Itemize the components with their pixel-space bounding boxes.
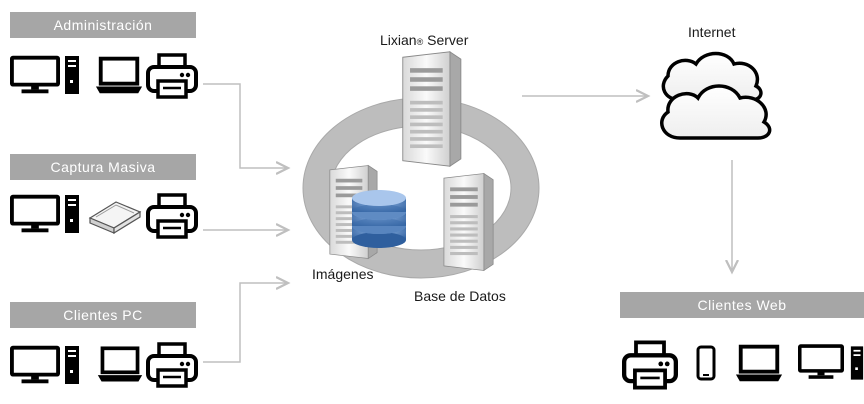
administracion-devices [10, 53, 198, 99]
server-suffix: Server [423, 32, 469, 48]
printer-icon [624, 342, 676, 387]
server-icon [402, 51, 462, 167]
arrow-administracion [203, 83, 288, 168]
cloud-icon [660, 51, 772, 140]
clientes-web-devices [624, 342, 864, 387]
group-clientes-pc: Clientes PC [10, 302, 196, 328]
group-captura-masiva: Captura Masiva [10, 154, 196, 180]
scanner-icon [89, 201, 141, 234]
captura-masiva-devices [10, 193, 198, 239]
laptop-icon [94, 56, 144, 95]
arrow-clientes-pc [203, 283, 288, 363]
server-icon [443, 173, 494, 271]
computer-tower-icon [850, 346, 864, 380]
server-registered-mark: ® [416, 37, 424, 47]
computer-tower-icon [65, 56, 79, 94]
group-clientes-web: Clientes Web [620, 292, 864, 318]
imagenes-label: Imágenes [312, 266, 374, 282]
group-administracion: Administración [10, 12, 196, 38]
server-label: Lixian® Server [380, 32, 468, 48]
printer-icon [146, 53, 198, 99]
computer-tower-icon [65, 346, 79, 384]
monitor-icon [798, 344, 844, 381]
monitor-icon [10, 55, 60, 95]
printer-icon [146, 342, 198, 388]
clientes-pc-devices [10, 342, 198, 388]
connector-arrows [203, 83, 732, 363]
computer-tower-icon [65, 195, 79, 233]
server-name: Lixian [380, 32, 417, 48]
laptop-icon [96, 346, 144, 383]
printer-icon [146, 193, 198, 239]
smartphone-icon [696, 345, 716, 381]
monitor-icon [10, 345, 60, 385]
internet-label: Internet [688, 24, 736, 40]
database-icon [352, 190, 406, 248]
monitor-icon [10, 194, 60, 234]
laptop-icon [734, 344, 784, 383]
base-de-datos-label: Base de Datos [414, 288, 506, 304]
